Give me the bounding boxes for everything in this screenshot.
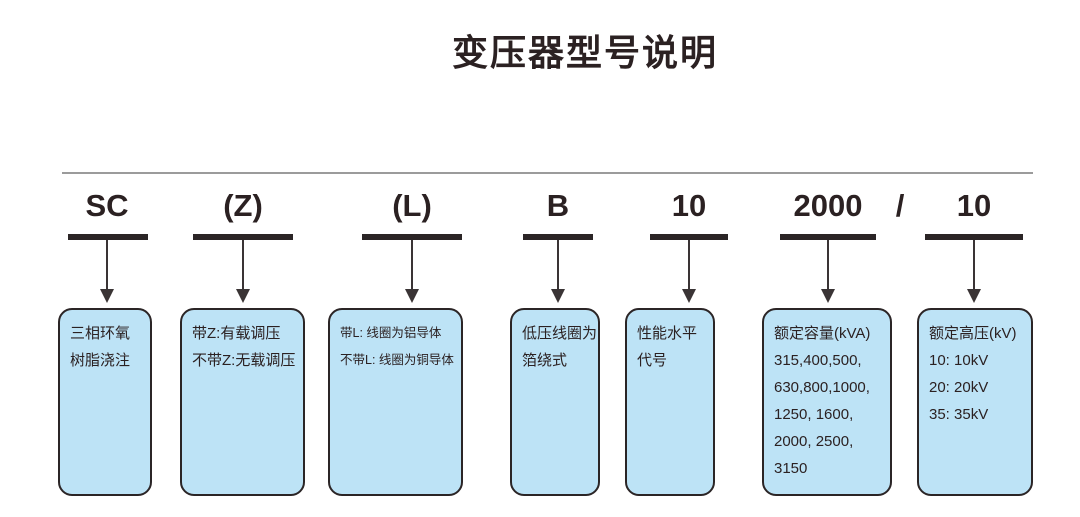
description-line: 10: 10kV — [929, 352, 989, 369]
description-line: 低压线圈为 — [522, 325, 598, 342]
description-box: 低压线圈为 箔绕式 — [510, 308, 600, 496]
arrow-down-icon — [821, 289, 835, 303]
arrow-down-icon — [967, 289, 981, 303]
description-box: 带Z:有载调压 不带Z:无载调压 — [180, 308, 305, 496]
description-box: 性能水平 代号 — [625, 308, 715, 496]
description-line: 2000, 2500, — [774, 433, 854, 450]
description-line: 3150 — [774, 460, 808, 477]
slash-separator: / — [895, 188, 905, 223]
arrow-stem — [827, 240, 829, 290]
description-line: 带Z:有载调压 — [192, 325, 281, 342]
description-line: 箔绕式 — [522, 352, 568, 369]
arrow-stem — [973, 240, 975, 290]
arrow-stem — [557, 240, 559, 290]
code-label: SC — [85, 188, 129, 223]
arrow-stem — [106, 240, 108, 290]
code-label: (Z) — [223, 188, 263, 223]
description-line: 带L: 线圈为铝导体 — [340, 326, 442, 340]
horizontal-rule — [62, 172, 1033, 174]
code-label: (L) — [392, 188, 432, 223]
description-line: 35: 35kV — [929, 406, 989, 423]
description-line: 20: 20kV — [929, 379, 989, 396]
code-underline — [68, 234, 148, 240]
arrow-stem — [242, 240, 244, 290]
code-label: 2000 — [793, 188, 863, 223]
description-line: 性能水平 — [637, 325, 698, 342]
description-line: 树脂浇注 — [70, 352, 131, 369]
description-line: 额定高压(kV) — [929, 325, 1017, 342]
arrow-stem — [411, 240, 413, 290]
code-label: 10 — [956, 188, 992, 223]
code-label: B — [546, 188, 570, 223]
arrow-down-icon — [551, 289, 565, 303]
description-line: 额定容量(kVA) — [774, 325, 871, 342]
description-box: 额定高压(kV) 10: 10kV 20: 20kV 35: 35kV — [917, 308, 1033, 496]
arrow-stem — [688, 240, 690, 290]
code-underline — [523, 234, 593, 240]
code-underline — [650, 234, 728, 240]
arrow-down-icon — [682, 289, 696, 303]
arrow-down-icon — [405, 289, 419, 303]
description-line: 不带L: 线圈为铜导体 — [340, 353, 454, 367]
arrow-down-icon — [236, 289, 250, 303]
description-line: 三相环氧 — [70, 325, 131, 342]
code-underline — [362, 234, 462, 240]
code-label: 10 — [671, 188, 707, 223]
description-box: 额定容量(kVA) 315,400,500, 630,800,1000, 125… — [762, 308, 892, 496]
description-box: 带L: 线圈为铝导体 不带L: 线圈为铜导体 — [328, 308, 463, 496]
arrow-down-icon — [100, 289, 114, 303]
code-underline — [780, 234, 876, 240]
description-line: 代号 — [637, 352, 668, 369]
description-line: 不带Z:无载调压 — [192, 352, 296, 369]
description-line: 630,800,1000, — [774, 379, 870, 396]
description-line: 315,400,500, — [774, 352, 862, 369]
description-box: 三相环氧 树脂浇注 — [58, 308, 152, 496]
code-underline — [193, 234, 293, 240]
description-line: 1250, 1600, — [774, 406, 854, 423]
code-underline — [925, 234, 1023, 240]
page-title: 变压器型号说明 — [451, 32, 719, 73]
